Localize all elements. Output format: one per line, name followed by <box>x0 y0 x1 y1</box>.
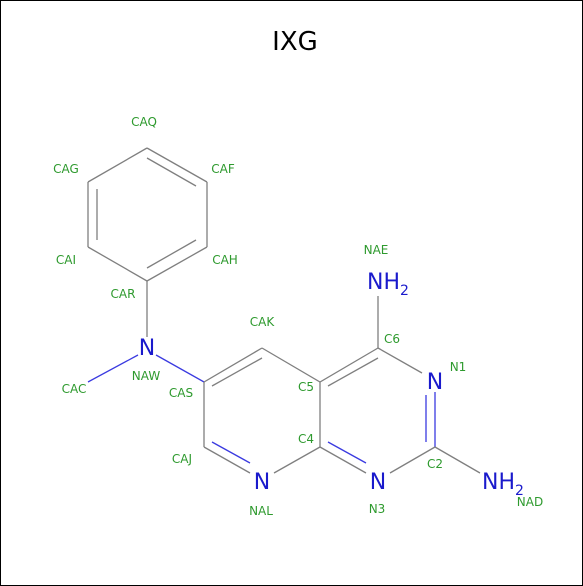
phenyl-ring <box>87 147 208 282</box>
label-car: CAR <box>111 287 136 301</box>
bond-inner-caq-caf <box>146 157 197 187</box>
bond-inner-c4-n3 <box>327 441 367 464</box>
nitrogen-n1: N <box>427 370 443 395</box>
atom-labels: CAQ CAG CAF CAI CAH CAR CAK NAE C6 NAW C… <box>53 115 543 518</box>
bond-inner-c5-c6 <box>327 357 379 387</box>
bond-c5-c6 <box>319 347 379 383</box>
label-nae: NAE <box>364 243 389 257</box>
amine-linker <box>87 281 205 383</box>
pyridine-ring <box>203 347 321 474</box>
label-n3: N3 <box>369 502 386 516</box>
amine-nad: NH2 <box>482 470 524 499</box>
bond-caj-nal <box>203 446 251 474</box>
bond-c2-nad <box>434 446 481 474</box>
bond-cas-cak <box>203 347 263 383</box>
bond-c2-n3 <box>389 446 436 474</box>
bond-car-cai <box>87 246 148 282</box>
label-cai: CAI <box>56 253 76 267</box>
label-cak: CAK <box>250 315 276 329</box>
bond-naw-cac <box>87 354 139 383</box>
label-cah: CAH <box>212 253 238 267</box>
bond-c4-nal <box>273 446 321 474</box>
bond-inner-caj-nal <box>211 441 251 464</box>
label-cag: CAG <box>53 162 79 176</box>
label-n1: N1 <box>450 360 467 374</box>
bond-cak-c5 <box>261 347 321 383</box>
nitrogen-naw: N <box>139 336 155 361</box>
label-nal: NAL <box>249 504 273 518</box>
label-c6: C6 <box>384 332 400 346</box>
molecule-title: IXG <box>272 27 318 57</box>
bond-caq-caf <box>146 147 208 183</box>
label-cac: CAC <box>62 382 87 396</box>
label-caq: CAQ <box>131 115 157 129</box>
amino-groups <box>377 296 481 474</box>
bond-cah-car <box>146 246 208 282</box>
bond-cag-caq <box>87 147 148 183</box>
bond-naw-cas <box>155 354 205 383</box>
bond-c6-n1 <box>377 347 423 374</box>
amine-nae: NH2 <box>367 270 409 299</box>
label-caj: CAJ <box>172 452 192 466</box>
label-nad: NAD <box>517 495 543 509</box>
bond-c4-n3 <box>319 446 367 474</box>
nitrogen-n3: N <box>370 470 386 495</box>
label-c4: C4 <box>298 432 314 446</box>
heteroatoms: N N N N NH2 NH2 <box>139 270 524 499</box>
pyrimidine-ring <box>319 347 436 474</box>
label-naw: NAW <box>132 369 161 383</box>
bond-inner-cah-car <box>146 239 197 269</box>
nitrogen-nal: N <box>254 470 270 495</box>
label-c2: C2 <box>427 457 443 471</box>
label-cas: CAS <box>169 386 193 400</box>
label-caf: CAF <box>211 162 235 176</box>
bond-inner-cas-cak <box>211 357 263 387</box>
label-c5: C5 <box>298 380 314 394</box>
